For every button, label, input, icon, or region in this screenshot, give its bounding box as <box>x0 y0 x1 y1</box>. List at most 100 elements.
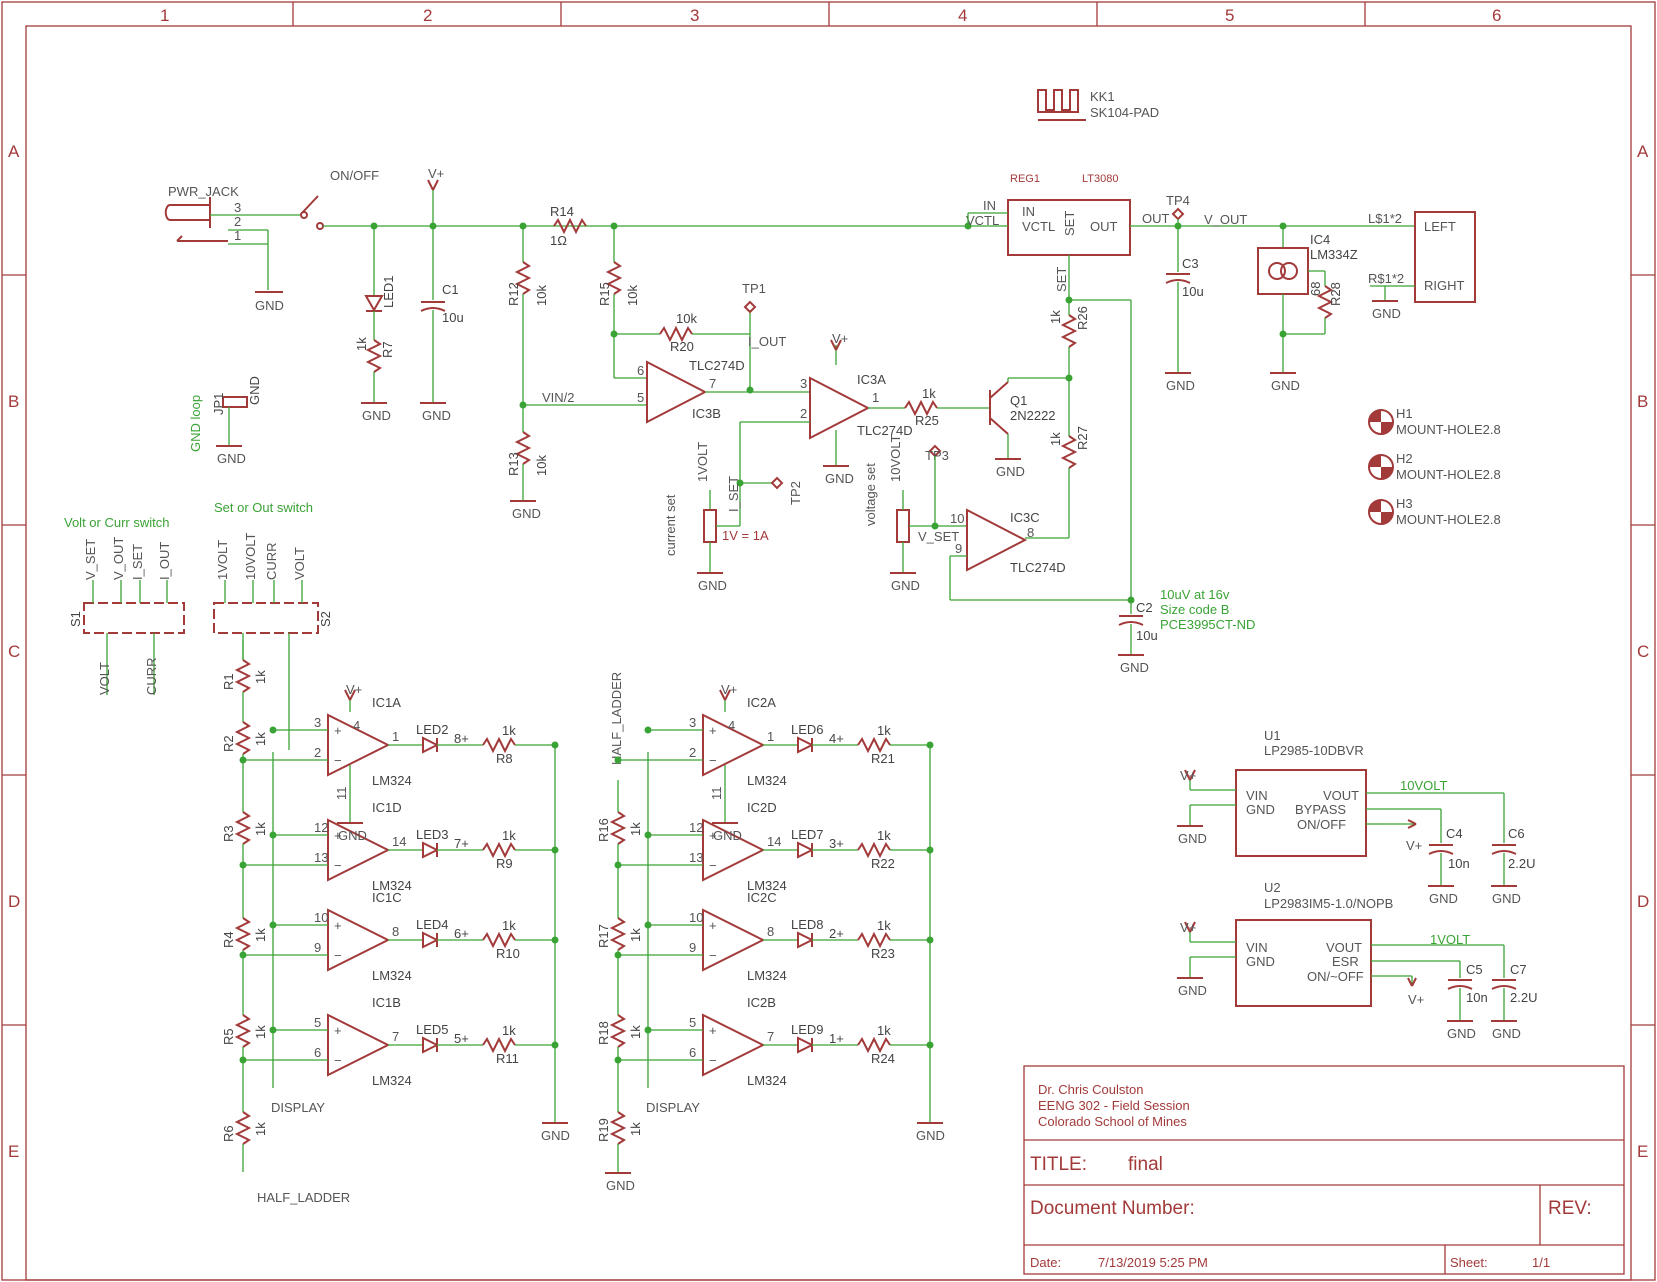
misc-parts: GND loop JP1 GND GND H1 MOUNT-HOLE2.8 H2… <box>188 376 1501 527</box>
led-resistor-label: R10 <box>496 946 520 961</box>
pin-number: 7 <box>392 1029 399 1044</box>
pin-number: 6 <box>314 1045 321 1060</box>
r20-label: R20 <box>670 339 694 354</box>
comparator-label: IC1D <box>372 800 402 815</box>
ic4-body <box>1257 247 1309 295</box>
vplus-top: V+ <box>428 166 444 181</box>
title-course: EENG 302 - Field Session <box>1038 1098 1190 1113</box>
junction <box>644 726 652 734</box>
switch-s2[interactable] <box>213 602 319 634</box>
i-set-label: I_SET <box>726 476 741 512</box>
ladder-resistor-label: R4 <box>221 931 236 948</box>
junction <box>239 756 247 764</box>
pin-number: 9 <box>689 940 696 955</box>
led-resistor-value: 1k <box>502 918 516 933</box>
kk1-label: KK1 <box>1090 89 1115 104</box>
u1-pin-onoff: ON/OFF <box>1297 817 1346 832</box>
h2-value: MOUNT-HOLE2.8 <box>1396 467 1501 482</box>
led-net-label: 1+ <box>829 1031 844 1046</box>
ladder-resistor-r2 <box>234 721 252 755</box>
s1-pins: V_SET V_OUT I_SET I_OUT VOLT CURR <box>83 537 172 695</box>
r7-label: R7 <box>380 341 395 358</box>
control-section: R12 10k R13 10k GND VIN/2 R15 10k 10k R2… <box>506 226 1255 675</box>
u2-pin-esr: ESR <box>1332 954 1359 969</box>
power-jack-symbol <box>164 204 211 221</box>
ladder-resistor-r6 <box>234 1111 252 1145</box>
current-set-pot[interactable] <box>703 509 717 543</box>
pin-number: 13 <box>314 850 328 865</box>
pin-number: 5 <box>689 1015 696 1030</box>
s1-label: S1 <box>68 611 83 627</box>
s2-pin-10volt: 10VOLT <box>243 532 258 580</box>
document-number-label: Document Number: <box>1030 1198 1195 1219</box>
led-led5 <box>422 1036 440 1054</box>
gnd-u2: GND <box>1178 983 1207 998</box>
s1-pin-vout: V_OUT <box>111 537 126 580</box>
gnd-c7: GND <box>1492 1026 1521 1041</box>
pin-number: 14 <box>767 834 781 849</box>
ladder-output-gnd: GND <box>541 1128 570 1143</box>
junction <box>614 1056 622 1064</box>
led-resistor-value: 1k <box>502 1023 516 1038</box>
r14-label: R14 <box>550 204 574 219</box>
led-resistor-label: R21 <box>871 751 895 766</box>
c2-note-1: 10uV at 16v <box>1160 587 1230 602</box>
plus-sign: + <box>709 723 717 738</box>
comparator-ic2c <box>702 908 766 972</box>
pin-number: 14 <box>392 834 406 849</box>
comparator-ic2a <box>702 713 766 777</box>
led-resistor-r9 <box>482 841 516 859</box>
u2-pin-vout: VOUT <box>1326 940 1362 955</box>
comparator-label: IC1C <box>372 890 402 905</box>
u2-label: U2 <box>1264 880 1281 895</box>
comparator-ic1d <box>327 818 391 882</box>
c5-value: 10n <box>1466 990 1488 1005</box>
led-led3 <box>422 841 440 859</box>
row-label-a-right: A <box>1637 142 1649 161</box>
s2-label: S2 <box>318 611 333 627</box>
svg-text:10: 10 <box>950 511 964 526</box>
left-net-label: L$1*2 <box>1368 211 1402 226</box>
led-resistor-label: R11 <box>496 1051 519 1066</box>
switch-s1[interactable] <box>83 602 185 634</box>
c3-value: 10u <box>1182 284 1204 299</box>
minus-sign: − <box>709 858 717 873</box>
plus-sign: + <box>709 828 717 843</box>
vplus-u2-enable: V+ <box>1408 992 1424 1007</box>
led-resistor-label: R8 <box>496 751 513 766</box>
col-label-1: 1 <box>160 6 169 25</box>
sheet-label: Sheet: <box>1450 1255 1488 1270</box>
led-label: LED7 <box>791 827 824 842</box>
c2-note-3: PCE3995CT-ND <box>1160 617 1255 632</box>
ladder-resistor-value: 1k <box>628 822 643 836</box>
title-value: final <box>1128 1154 1163 1175</box>
gnd-ic3a: GND <box>825 471 854 486</box>
voltage-set-pot[interactable] <box>896 509 910 543</box>
junction <box>614 861 622 869</box>
r14-symbol <box>553 217 587 235</box>
heatsink-symbol <box>1037 89 1079 113</box>
c5-label: C5 <box>1466 962 1483 977</box>
row-label-c-right: C <box>1637 642 1649 661</box>
s2-pin-curr: CURR <box>264 542 279 580</box>
jp1-symbol[interactable] <box>222 396 248 408</box>
s1-pin-volt: VOLT <box>97 662 112 695</box>
h1-value: MOUNT-HOLE2.8 <box>1396 422 1501 437</box>
tp2-label: TP2 <box>788 481 803 505</box>
s1-pin-vset: V_SET <box>83 539 98 580</box>
ladder-resistor-value: 1k <box>253 822 268 836</box>
led-resistor-label: R9 <box>496 856 513 871</box>
kk1-value: SK104-PAD <box>1090 105 1159 120</box>
r20-value: 10k <box>676 311 697 326</box>
svg-text:1: 1 <box>872 390 879 405</box>
junction <box>269 726 277 734</box>
reg-net-vctl: VCTL <box>966 213 999 228</box>
ic3c-value: TLC274D <box>1010 560 1066 575</box>
led-net-label: 4+ <box>829 731 844 746</box>
r12-symbol <box>514 261 532 295</box>
mount-hole-h3: H3 MOUNT-HOLE2.8 <box>1368 496 1501 527</box>
ladder-output-gnd: GND <box>916 1128 945 1143</box>
c4-value: 10n <box>1448 856 1470 871</box>
minus-sign: − <box>334 948 342 963</box>
